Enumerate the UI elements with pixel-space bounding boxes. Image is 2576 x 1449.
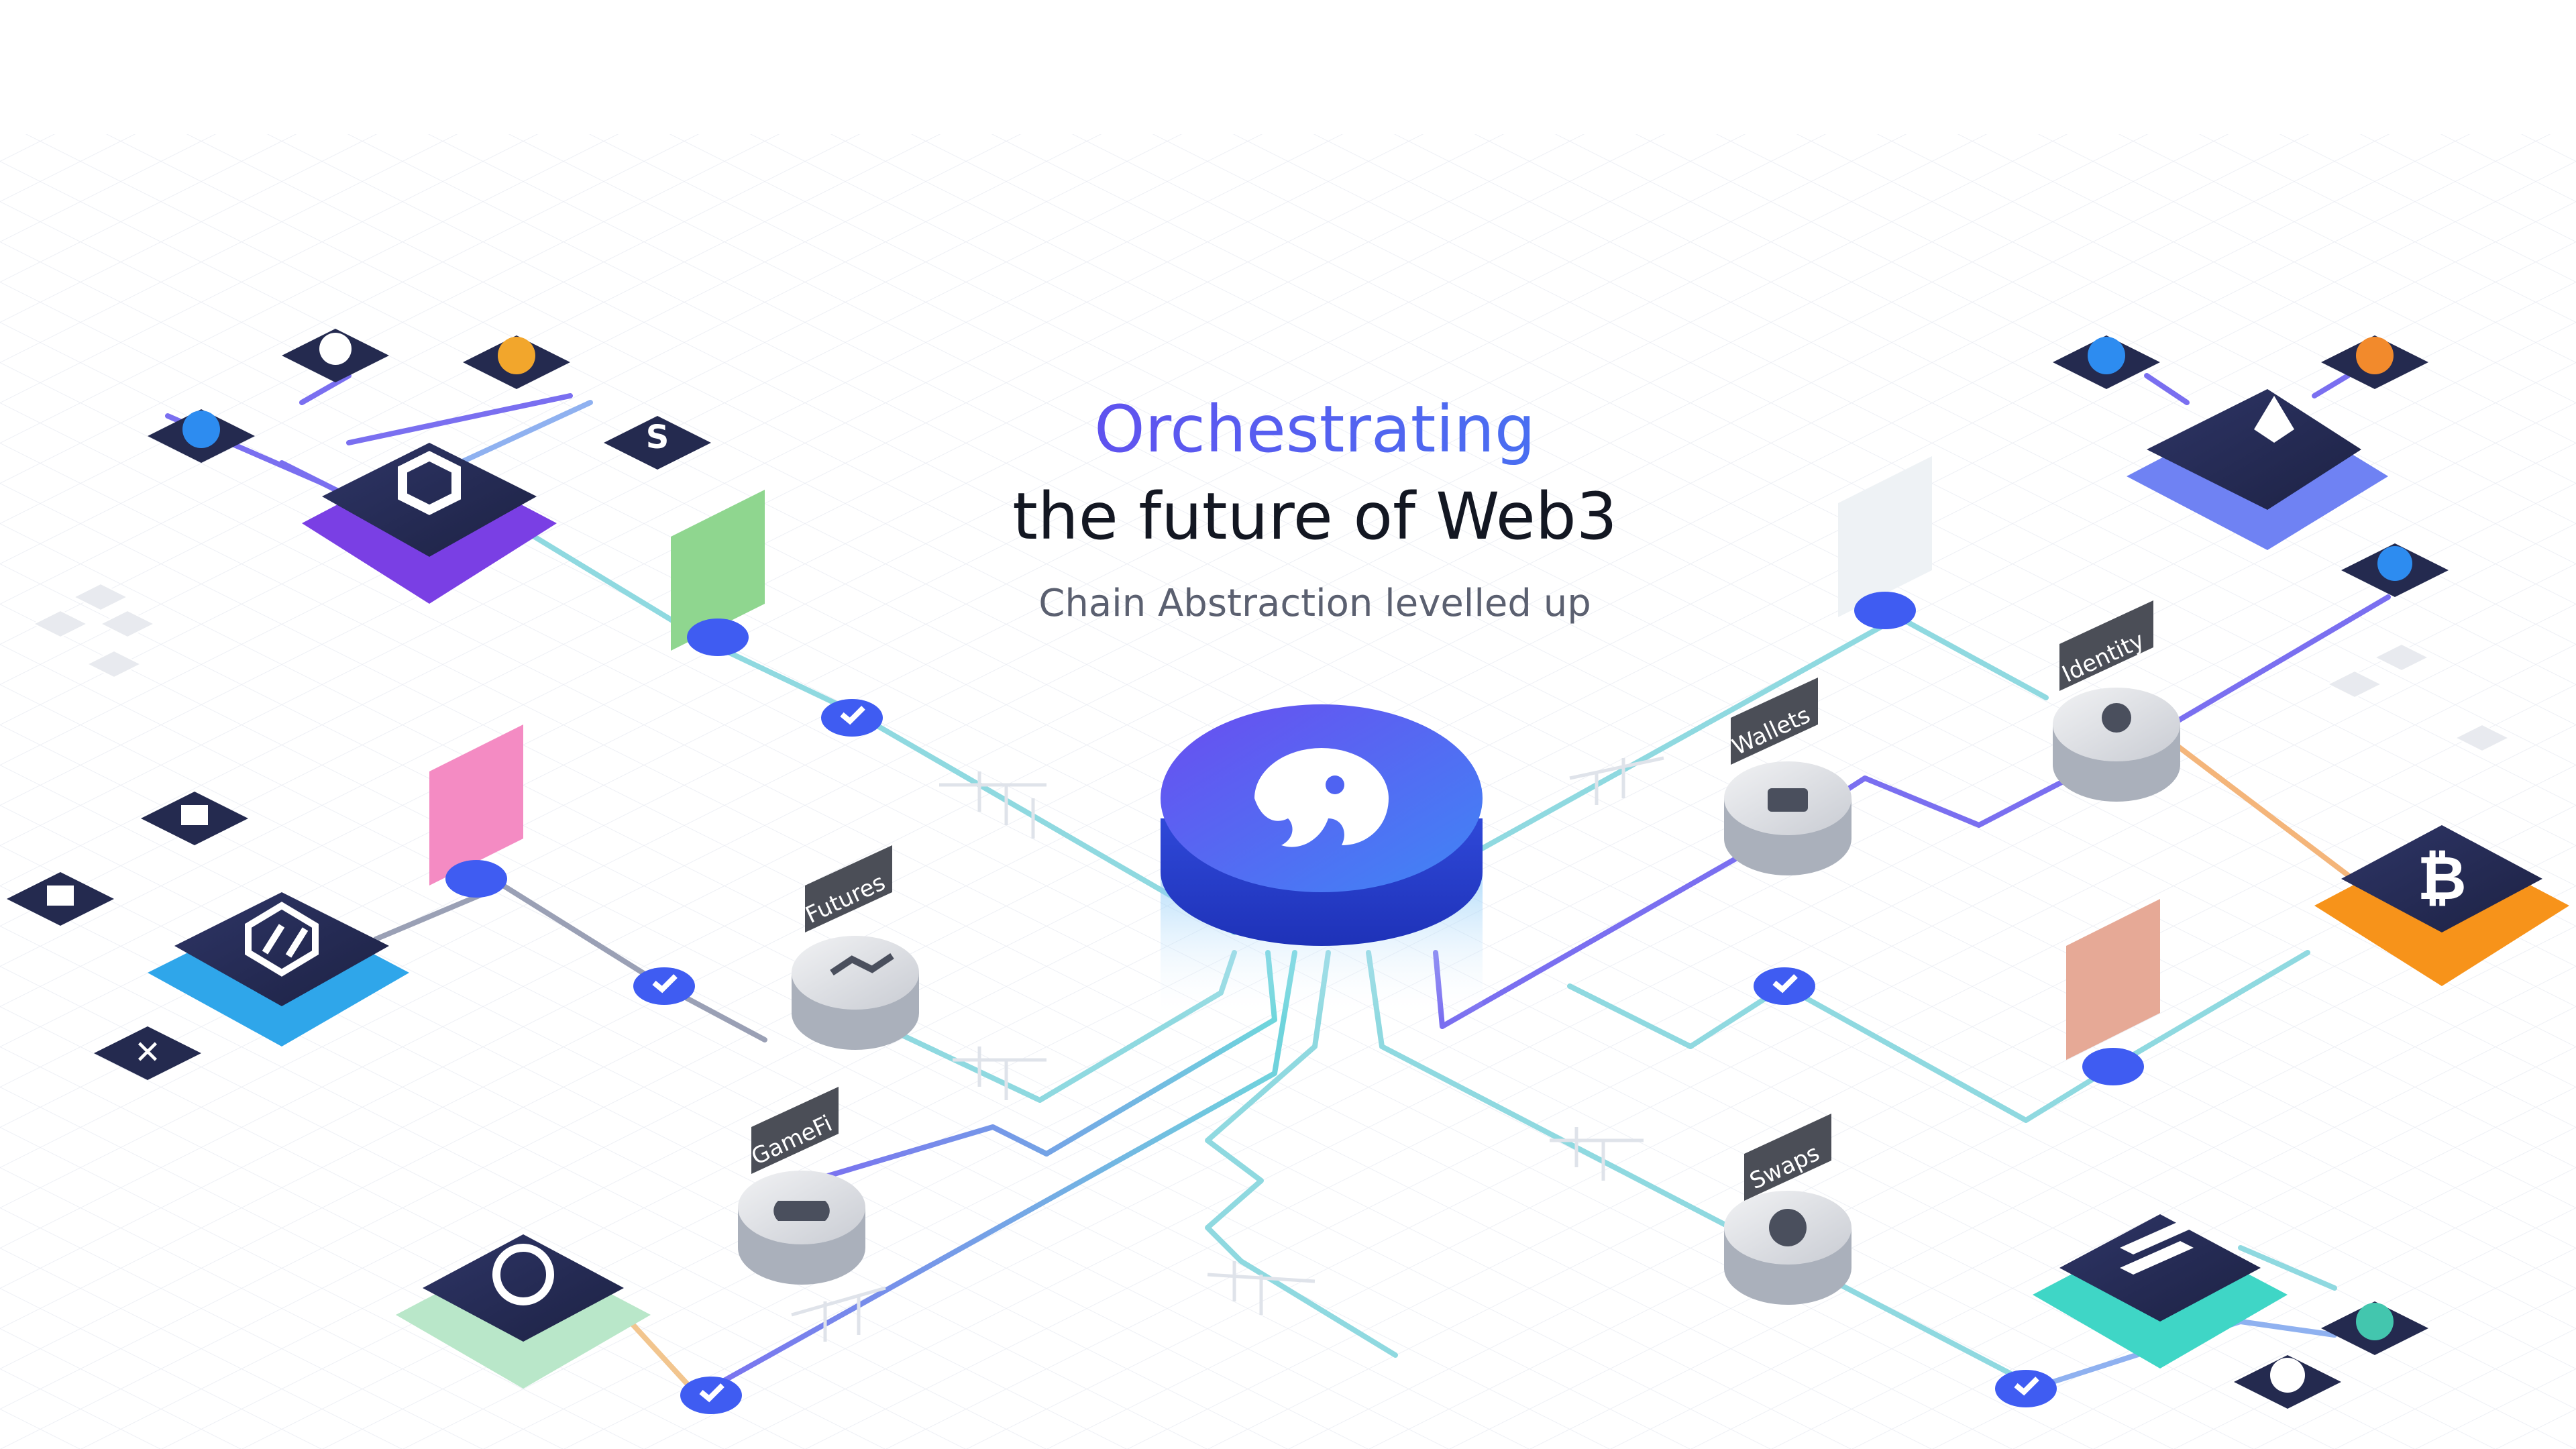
hero-title-line2: the future of Web3 <box>1012 479 1617 554</box>
check-icon <box>1995 1370 2057 1407</box>
stack-icon <box>181 805 208 825</box>
svg-text:₿: ₿ <box>2417 843 2466 914</box>
nft-card-portrait <box>2066 899 2160 1060</box>
chain-tile-blast[interactable] <box>396 1234 651 1389</box>
decorative-ticks <box>791 756 1664 1342</box>
nft-card-anime-warrior <box>1838 456 1932 617</box>
solana-icon <box>2120 1221 2194 1275</box>
nft-card-frog <box>671 490 765 651</box>
arbitrum-icon <box>245 902 319 977</box>
logo-octopus-icon <box>1254 748 1389 847</box>
hero: Orchestrating the future of Web3 Chain A… <box>885 389 1744 631</box>
bitcoin-icon: ₿ <box>2417 843 2466 914</box>
ghost-icon <box>2270 1358 2305 1393</box>
swap-icon <box>1769 1209 1807 1246</box>
service-futures[interactable]: Futures <box>792 845 919 1050</box>
s-logo-icon: S <box>646 419 669 456</box>
check-icon <box>1754 967 1815 1005</box>
cloud-icon <box>319 333 352 365</box>
fox-icon <box>2356 337 2394 374</box>
blast-icon <box>492 1244 554 1305</box>
near-icon <box>47 885 74 906</box>
infinity-icon <box>2377 546 2412 581</box>
chain-tile-arbitrum[interactable] <box>148 892 409 1046</box>
hero-title-line1: Orchestrating <box>885 389 1744 470</box>
small-tiles: S ✕ <box>7 329 2449 1409</box>
wallet-icon <box>1768 788 1808 812</box>
check-icon <box>821 699 883 737</box>
nft-cards <box>429 456 2160 1060</box>
central-hub[interactable] <box>1161 704 1483 1020</box>
service-wallets[interactable]: Wallets <box>1724 678 1851 875</box>
chain-tile-solana[interactable] <box>2033 1214 2288 1368</box>
user-icon <box>2102 703 2131 733</box>
hero-subtitle: Chain Abstraction levelled up <box>1038 582 1591 625</box>
check-nodes <box>445 592 2144 1414</box>
nft-card-bear <box>429 724 523 885</box>
chart-icon <box>830 953 894 976</box>
service-swaps[interactable]: Swaps <box>1724 1114 1851 1305</box>
sun-icon <box>498 337 535 374</box>
chain-tile-polygon[interactable] <box>302 443 557 604</box>
check-icon <box>633 967 695 1005</box>
x-logo-icon: ✕ <box>134 1034 161 1071</box>
chain-tile-bitcoin[interactable]: ₿ <box>2314 825 2569 986</box>
chain-tile-ethereum[interactable] <box>2127 389 2388 550</box>
decorative-cubes <box>32 582 2511 753</box>
chain-icon <box>182 411 220 448</box>
ethereum-icon <box>2254 396 2294 443</box>
gamepad-icon <box>773 1201 830 1221</box>
check-icon <box>680 1377 742 1414</box>
shield-icon <box>2088 337 2125 374</box>
wave-icon <box>2356 1303 2394 1340</box>
polygon-icon <box>398 451 461 515</box>
